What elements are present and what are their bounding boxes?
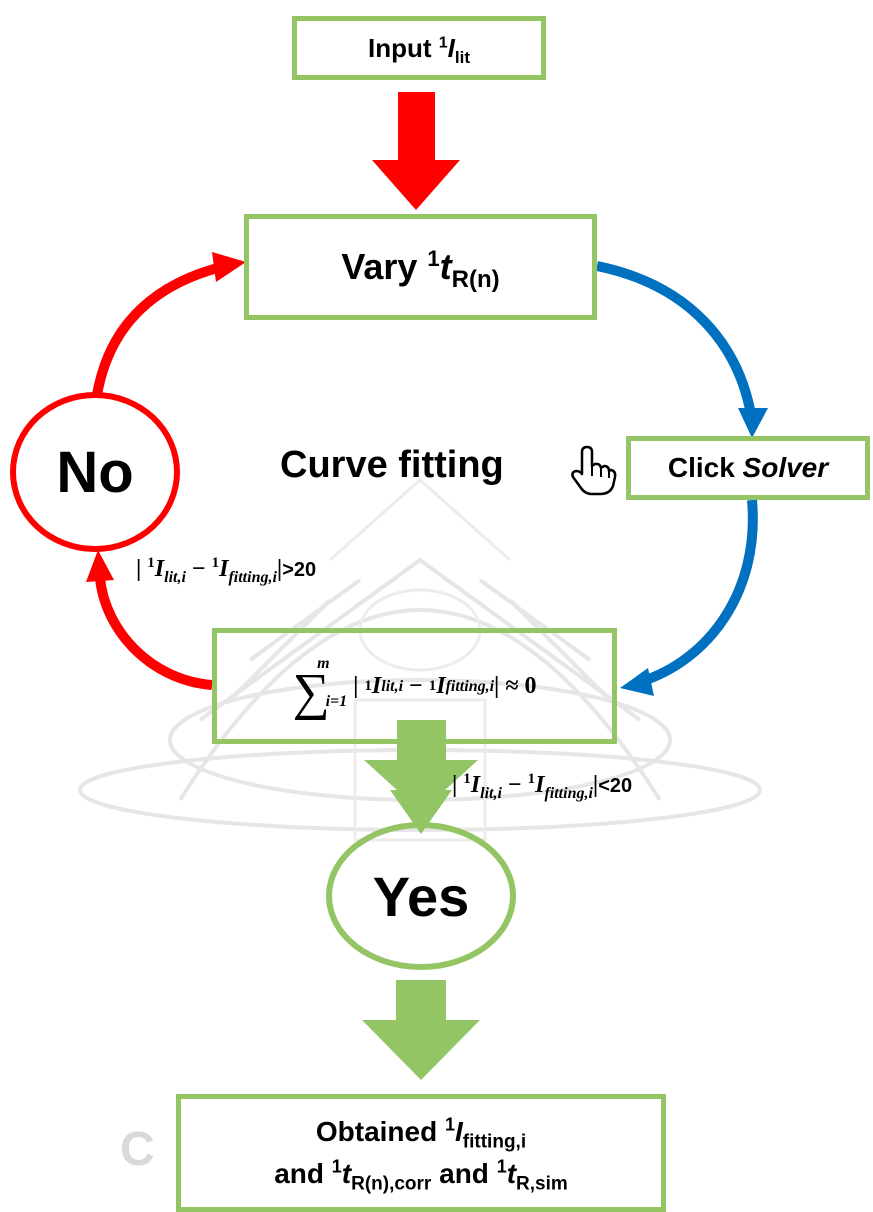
vary-box: Vary 1tR(n) bbox=[244, 214, 597, 320]
no-oval: No bbox=[10, 392, 180, 552]
input-arrow bbox=[372, 92, 460, 210]
red-arc-bottom bbox=[95, 577, 213, 690]
condition-yes-label: | 1Ilit,i − 1Ifitting,i|<20 bbox=[452, 771, 633, 802]
watermark-letter: C bbox=[120, 1123, 155, 1176]
blue-arrowhead-bottom bbox=[620, 668, 654, 696]
vary-box-label: Vary 1tR(n) bbox=[341, 246, 500, 294]
yes-oval: Yes bbox=[326, 822, 516, 970]
red-arc-top bbox=[92, 261, 227, 396]
curve-fitting-label: Curve fitting bbox=[280, 444, 504, 486]
red-arrowhead-top bbox=[212, 252, 246, 282]
input-box-label: Input 1Ilit bbox=[367, 32, 470, 67]
blue-arc-top bbox=[595, 261, 757, 421]
output-box: Obtained 1Ifitting,i and 1tR(n),corr and… bbox=[176, 1094, 666, 1212]
hand-pointer-icon bbox=[571, 445, 617, 496]
click-solver-box: Click Solver bbox=[626, 436, 870, 500]
yes-label: Yes bbox=[372, 864, 470, 928]
output-line-2: and 1tR(n),corr and 1tR,sim bbox=[274, 1156, 568, 1195]
blue-arc-bottom bbox=[638, 499, 758, 687]
blue-arrowhead-top bbox=[738, 408, 768, 438]
yes-to-output-arrow bbox=[362, 980, 480, 1080]
green-down-arrow bbox=[364, 720, 478, 812]
output-line-1: Obtained 1Ifitting,i bbox=[315, 1114, 527, 1153]
red-arrowhead-bottom bbox=[86, 550, 114, 582]
condition-no-label: | 1Ilit,i − 1Ifitting,i|>20 bbox=[136, 555, 317, 586]
click-solver-label: Click Solver bbox=[667, 452, 829, 483]
no-label: No bbox=[56, 439, 134, 505]
input-box: Input 1Ilit bbox=[292, 16, 546, 80]
